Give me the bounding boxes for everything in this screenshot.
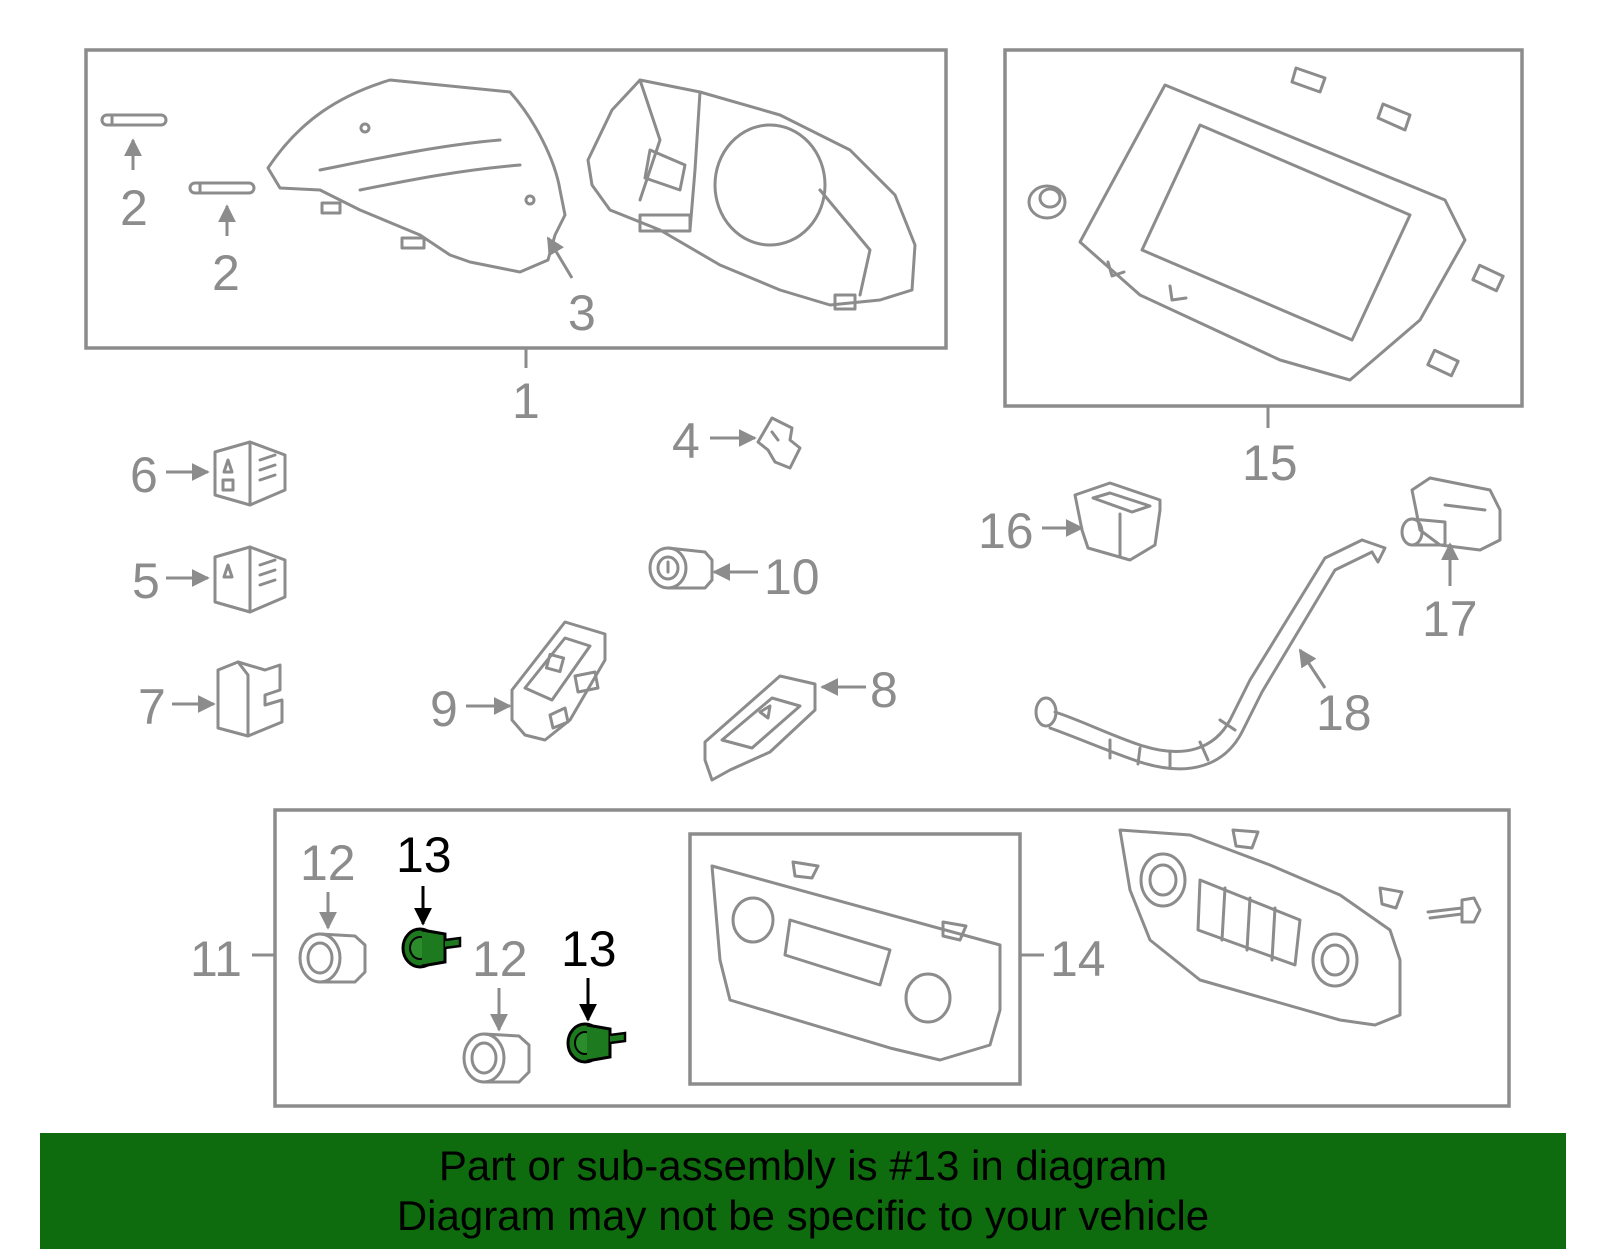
callout-10: 10 [764, 549, 820, 605]
part-2-pin-upper [100, 113, 168, 127]
cluster-group-frame [84, 48, 948, 350]
callout-9: 9 [430, 681, 458, 737]
callout-14: 14 [1050, 931, 1106, 987]
callout-12-upper: 12 [300, 835, 356, 891]
part-13-knob-lower [566, 1022, 627, 1064]
callout-6: 6 [130, 447, 158, 503]
part-5-switch [213, 545, 287, 614]
part-7-blank-cover [216, 660, 284, 738]
climate-control-unit [1118, 828, 1404, 1027]
display-group-frame [1003, 48, 1524, 408]
callout-7: 7 [138, 679, 166, 735]
banner-line-disclaimer: Diagram may not be specific to your vehi… [396, 1192, 1210, 1239]
callout-1: 1 [512, 373, 540, 429]
callout-13-lower: 13 [561, 921, 617, 977]
callout-12-lower: 12 [472, 931, 528, 987]
part-17-connector [1400, 476, 1502, 552]
callout-18: 18 [1316, 685, 1372, 741]
part-13-knob-upper [401, 927, 462, 969]
screw [1426, 896, 1482, 924]
climate-group-frame [273, 808, 1511, 1108]
part-16-switch [1073, 481, 1162, 562]
callout-11: 11 [190, 931, 242, 987]
part-8-window-switch [703, 674, 817, 782]
callout-16: 16 [978, 503, 1034, 559]
part-18-cable [1034, 538, 1387, 771]
control-panel-subframe [688, 832, 1022, 1086]
part-9-window-switch [510, 620, 607, 742]
banner-line-part-number: Part or sub-assembly is #13 in diagram [438, 1142, 1168, 1189]
part-4-clip [756, 416, 802, 470]
callout-17: 17 [1422, 591, 1478, 647]
callout-8: 8 [870, 662, 898, 718]
callout-3: 3 [568, 285, 596, 341]
callout-5: 5 [132, 553, 160, 609]
part-3-meter-visor [266, 78, 567, 274]
part-2-pin-lower [188, 181, 256, 195]
part-6-switch [213, 440, 287, 507]
callout-13-upper: 13 [396, 827, 452, 883]
callout-2-upper: 2 [120, 180, 148, 236]
callout-4: 4 [672, 413, 700, 469]
callout-15: 15 [1242, 435, 1298, 491]
part-12-knob-lower [462, 1032, 531, 1084]
part-1-cluster-housing [586, 78, 917, 311]
part-15-display-unit [1027, 66, 1505, 382]
part-12-knob-upper [298, 932, 367, 984]
callout-2-lower: 2 [212, 245, 240, 301]
part-10-knob [648, 546, 714, 590]
info-banner: Part or sub-assembly is #13 in diagram D… [40, 1133, 1566, 1249]
part-14-control-panel [710, 860, 1002, 1062]
